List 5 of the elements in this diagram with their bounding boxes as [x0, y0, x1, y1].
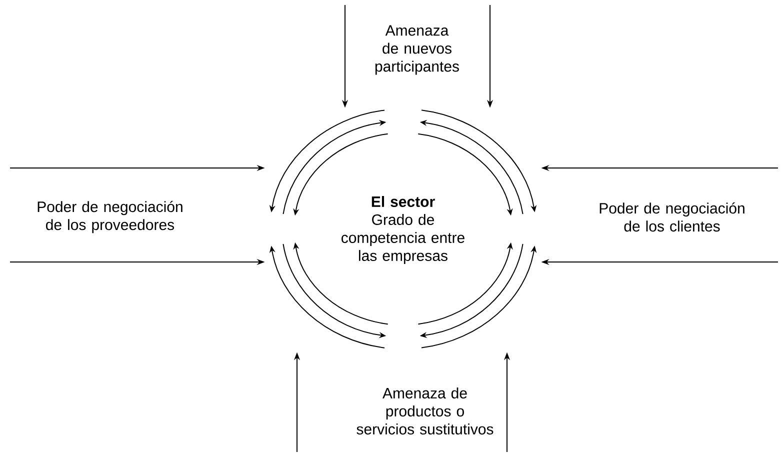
force-label: Poder de negociación de los proveedores: [38, 200, 182, 234]
force-label: Amenaza de productos o servicios sustitutivos: [356, 388, 494, 434]
force-label: Amenaza de nuevos participantes: [375, 25, 459, 75]
force-label: Poder de negociación de los clientes: [600, 202, 744, 232]
sector-text: El sector Grado de competencia entre las empresas: [342, 196, 464, 264]
